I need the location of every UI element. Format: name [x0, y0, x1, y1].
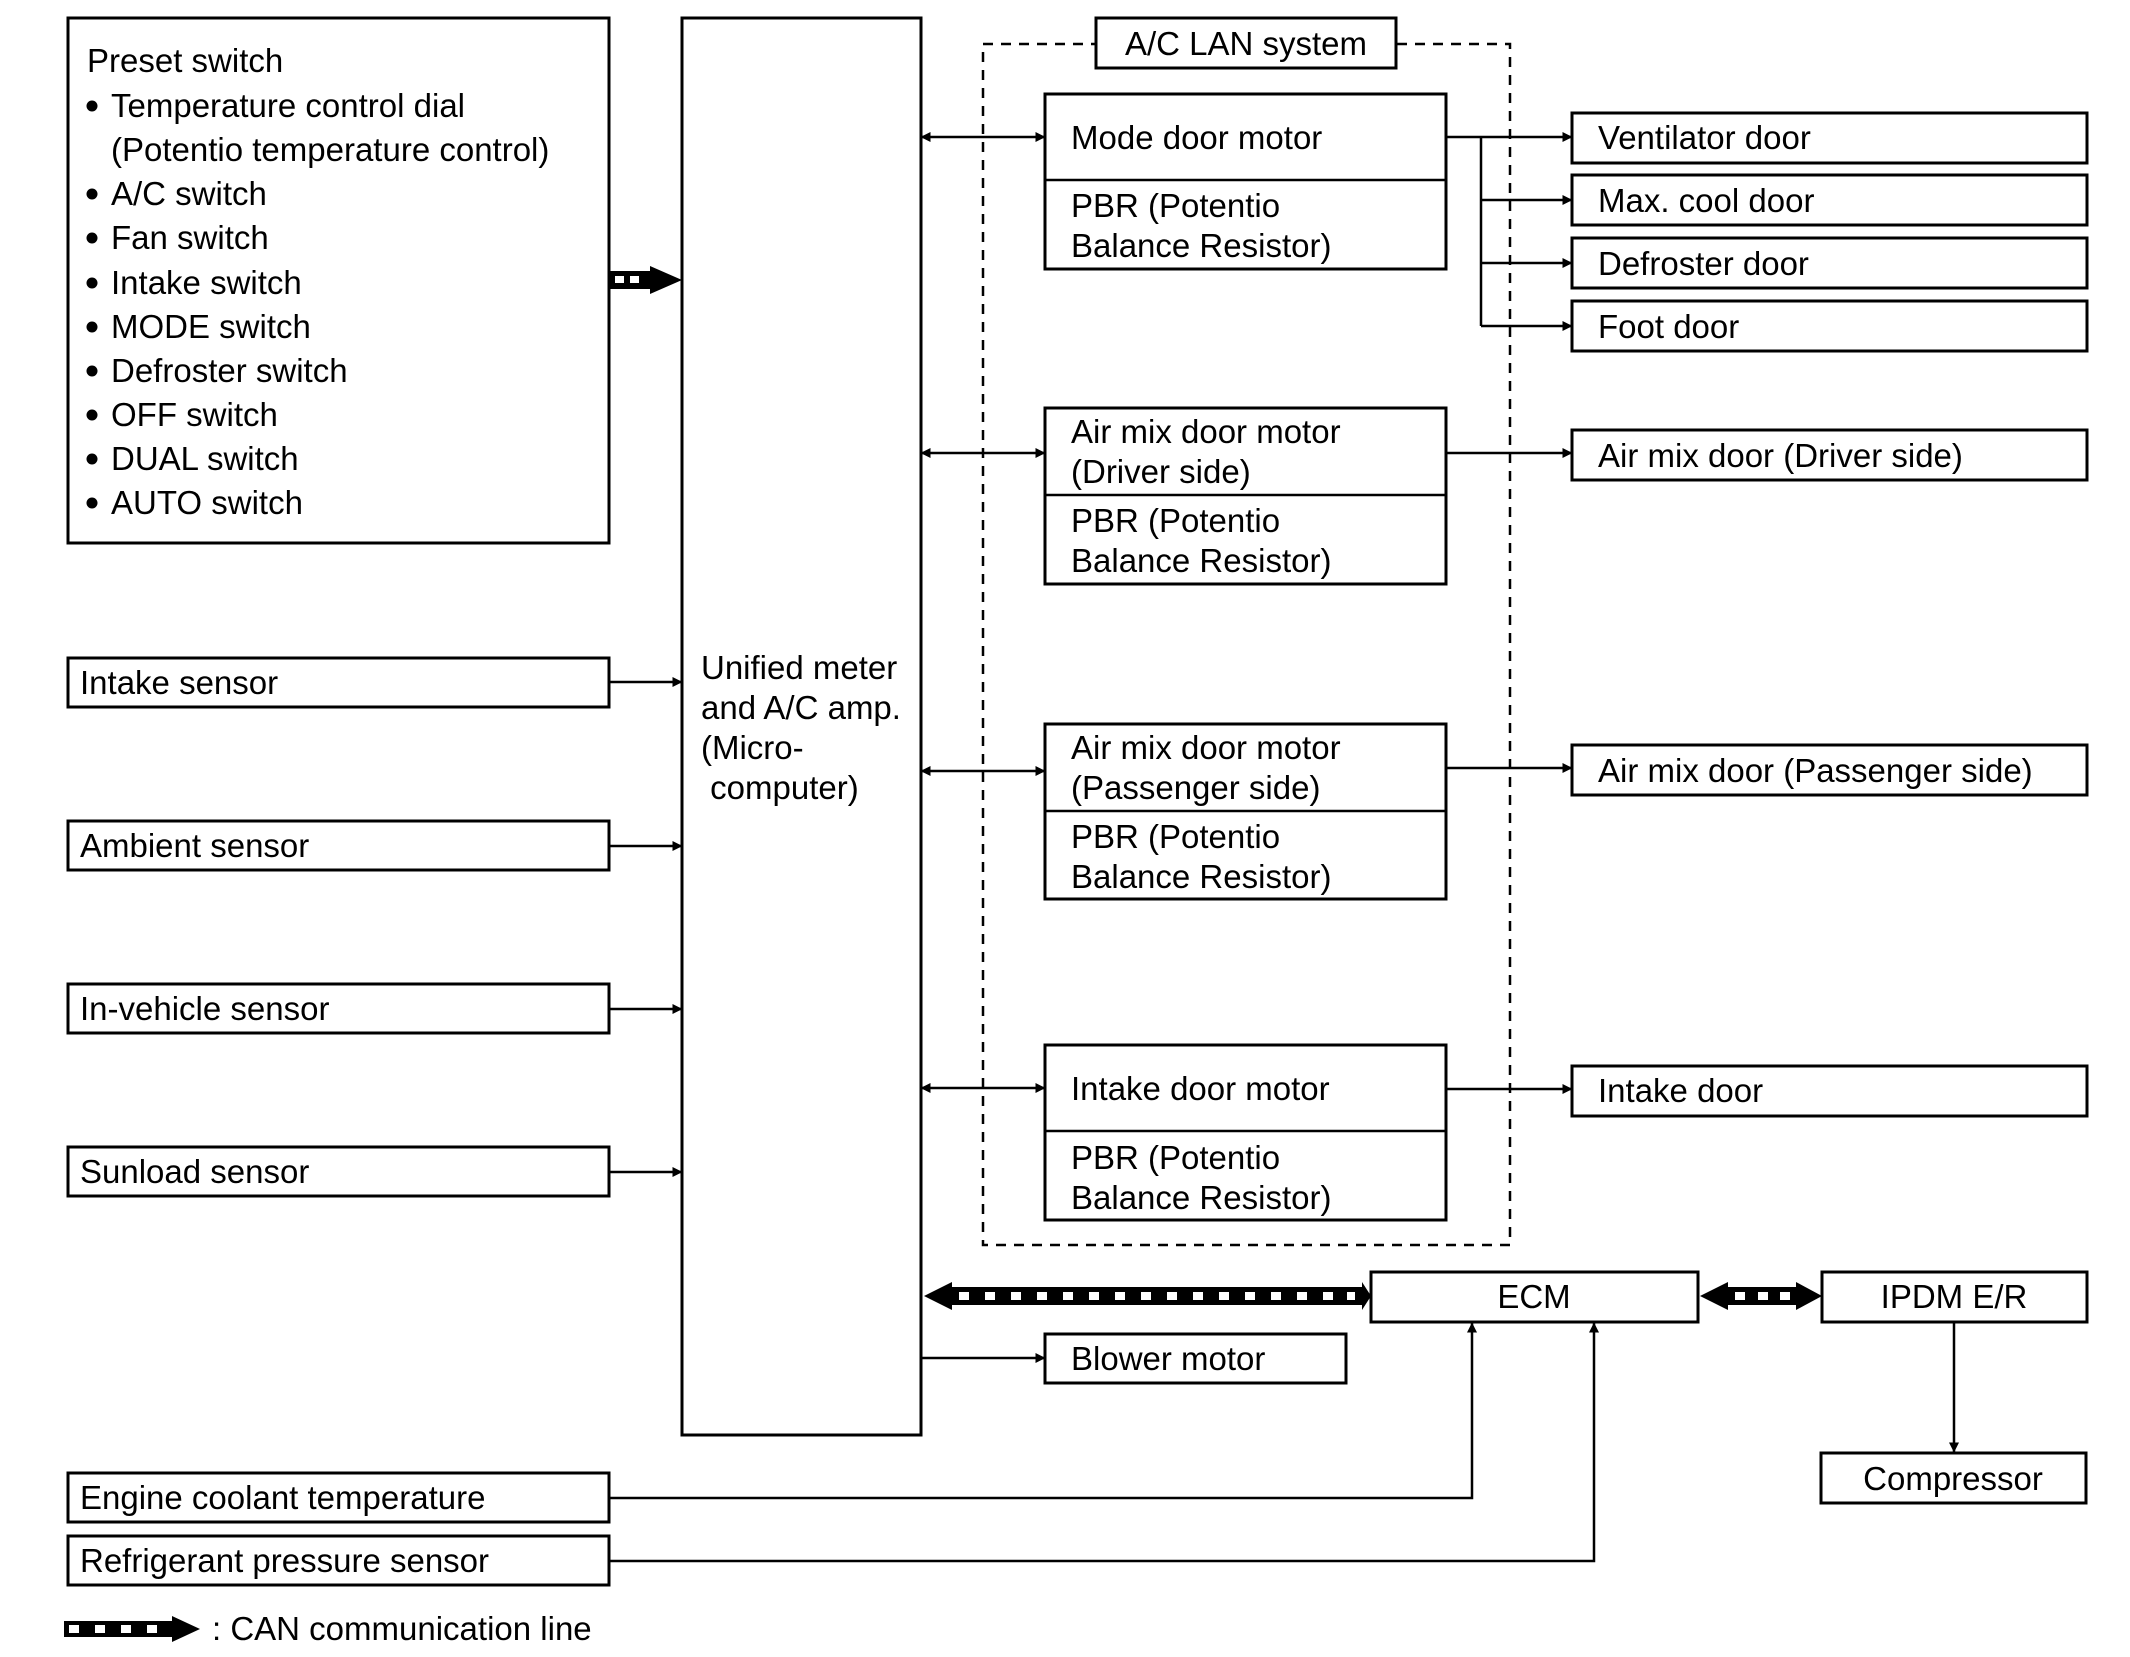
airmix-passenger-motor-label: Air mix door motor	[1071, 729, 1341, 766]
legend-label: : CAN communication line	[212, 1610, 592, 1647]
preset-item: MODE switch	[111, 308, 311, 345]
pbr-label: PBR (Potentio	[1071, 187, 1280, 224]
amp-label-line: Unified meter	[701, 649, 897, 686]
sunload-sensor-label: Sunload sensor	[80, 1153, 309, 1190]
ambient-sensor-label: Ambient sensor	[80, 827, 309, 864]
can-link-preset-to-amp	[609, 266, 682, 294]
bullet	[86, 277, 98, 289]
refrigerant-to-ecm-line	[609, 1322, 1599, 1563]
amp-label-line: computer)	[701, 769, 859, 806]
in-vehicle-sensor-box: In-vehicle sensor	[66, 982, 611, 1035]
defroster-door-box: Defroster door	[1570, 236, 2089, 290]
pbr-label: Balance Resistor)	[1071, 1179, 1331, 1216]
bullet	[86, 453, 98, 465]
mode-door-motor-box: Mode door motor PBR (Potentio Balance Re…	[1043, 92, 1448, 271]
ac-lan-title-box	[1094, 16, 1398, 70]
amp-label-line: and A/C amp.	[701, 689, 901, 726]
bullet	[86, 321, 98, 333]
in-vehicle-sensor-label: In-vehicle sensor	[80, 990, 329, 1027]
ipdm-er-box: IPDM E/R	[1820, 1270, 2089, 1324]
compressor-label: Compressor	[1863, 1460, 2043, 1497]
mode-door-outputs	[1446, 132, 1573, 331]
can-link-ecm-to-ipdm	[1700, 1282, 1822, 1310]
preset-item: OFF switch	[111, 396, 278, 433]
airmix-passenger-motor-box: Air mix door motor (Passenger side) PBR …	[1043, 722, 1448, 901]
preset-switch-title: Preset switch	[87, 42, 283, 79]
pbr-label: Balance Resistor)	[1071, 227, 1331, 264]
airmix-driver-door-box: Air mix door (Driver side)	[1570, 428, 2089, 482]
unified-meter-ac-amp-box: Unified meter and A/C amp. (Micro- compu…	[680, 16, 923, 1437]
intake-sensor-label: Intake sensor	[80, 664, 278, 701]
preset-item: A/C switch	[111, 175, 267, 212]
pbr-label: Balance Resistor)	[1071, 542, 1331, 579]
compressor-box: Compressor	[1819, 1451, 2088, 1505]
airmix-driver-motor-label: Air mix door motor	[1071, 413, 1341, 450]
legend: : CAN communication line	[64, 1610, 592, 1647]
preset-item: Intake switch	[111, 264, 302, 301]
defroster-door-label: Defroster door	[1598, 245, 1809, 282]
intake-door-motor-box: Intake door motor PBR (Potentio Balance …	[1043, 1043, 1448, 1222]
bullet	[86, 100, 98, 112]
bullet	[86, 497, 98, 509]
engine-coolant-sensor-box: Engine coolant temperature	[66, 1471, 611, 1524]
preset-switch-panel: Preset switch Temperature control dial (…	[66, 16, 611, 545]
intake-door-box: Intake door	[1570, 1064, 2089, 1118]
bullet	[86, 365, 98, 377]
blower-motor-label: Blower motor	[1071, 1340, 1265, 1377]
ecm-box: ECM	[1369, 1270, 1700, 1324]
sunload-sensor-box: Sunload sensor	[66, 1145, 611, 1198]
airmix-passenger-motor-label: (Passenger side)	[1071, 769, 1320, 806]
bullet	[86, 409, 98, 421]
airmix-driver-door-label: Air mix door (Driver side)	[1598, 437, 1963, 474]
can-link-amp-to-ecm	[924, 1282, 1371, 1310]
blower-motor-box: Blower motor	[1043, 1332, 1348, 1385]
ipdm-er-label: IPDM E/R	[1881, 1278, 2028, 1315]
ventilator-door-box: Ventilator door	[1570, 111, 2089, 165]
pbr-label: Balance Resistor)	[1071, 858, 1331, 895]
airmix-driver-motor-box: Air mix door motor (Driver side) PBR (Po…	[1043, 406, 1448, 586]
can-line-legend-symbol	[64, 1616, 200, 1642]
preset-item: Temperature control dial	[111, 87, 465, 124]
amp-label-line: (Micro-	[701, 729, 804, 766]
airmix-driver-motor-label: (Driver side)	[1071, 453, 1251, 490]
bullet	[86, 232, 98, 244]
refrigerant-sensor-label: Refrigerant pressure sensor	[80, 1542, 489, 1579]
preset-switch-list: Temperature control dial (Potentio tempe…	[86, 87, 549, 521]
airmix-passenger-door-label: Air mix door (Passenger side)	[1598, 752, 2033, 789]
engine-coolant-sensor-label: Engine coolant temperature	[80, 1479, 485, 1516]
ventilator-door-label: Ventilator door	[1598, 119, 1811, 156]
ambient-sensor-box: Ambient sensor	[66, 819, 611, 872]
pbr-label: PBR (Potentio	[1071, 502, 1280, 539]
pbr-label: PBR (Potentio	[1071, 818, 1280, 855]
engine-coolant-to-ecm-line	[609, 1322, 1477, 1500]
preset-item: Fan switch	[111, 219, 269, 256]
intake-door-motor-label: Intake door motor	[1071, 1070, 1330, 1107]
bullet	[86, 188, 98, 200]
ac-lan-system-group: A/C LAN system	[981, 16, 1512, 1247]
foot-door-box: Foot door	[1570, 299, 2089, 353]
max-cool-door-label: Max. cool door	[1598, 182, 1814, 219]
max-cool-door-box: Max. cool door	[1570, 173, 2089, 227]
mode-door-motor-label: Mode door motor	[1071, 119, 1322, 156]
ecm-label: ECM	[1497, 1278, 1570, 1315]
preset-item: DUAL switch	[111, 440, 299, 477]
airmix-passenger-door-box: Air mix door (Passenger side)	[1570, 743, 2089, 797]
intake-sensor-box: Intake sensor	[66, 656, 611, 709]
foot-door-label: Foot door	[1598, 308, 1739, 345]
intake-door-label: Intake door	[1598, 1072, 1763, 1109]
preset-item: (Potentio temperature control)	[111, 131, 549, 168]
ac-lan-title: A/C LAN system	[1125, 25, 1367, 62]
refrigerant-sensor-box: Refrigerant pressure sensor	[66, 1534, 611, 1587]
preset-item: AUTO switch	[111, 484, 303, 521]
pbr-label: PBR (Potentio	[1071, 1139, 1280, 1176]
preset-item: Defroster switch	[111, 352, 348, 389]
